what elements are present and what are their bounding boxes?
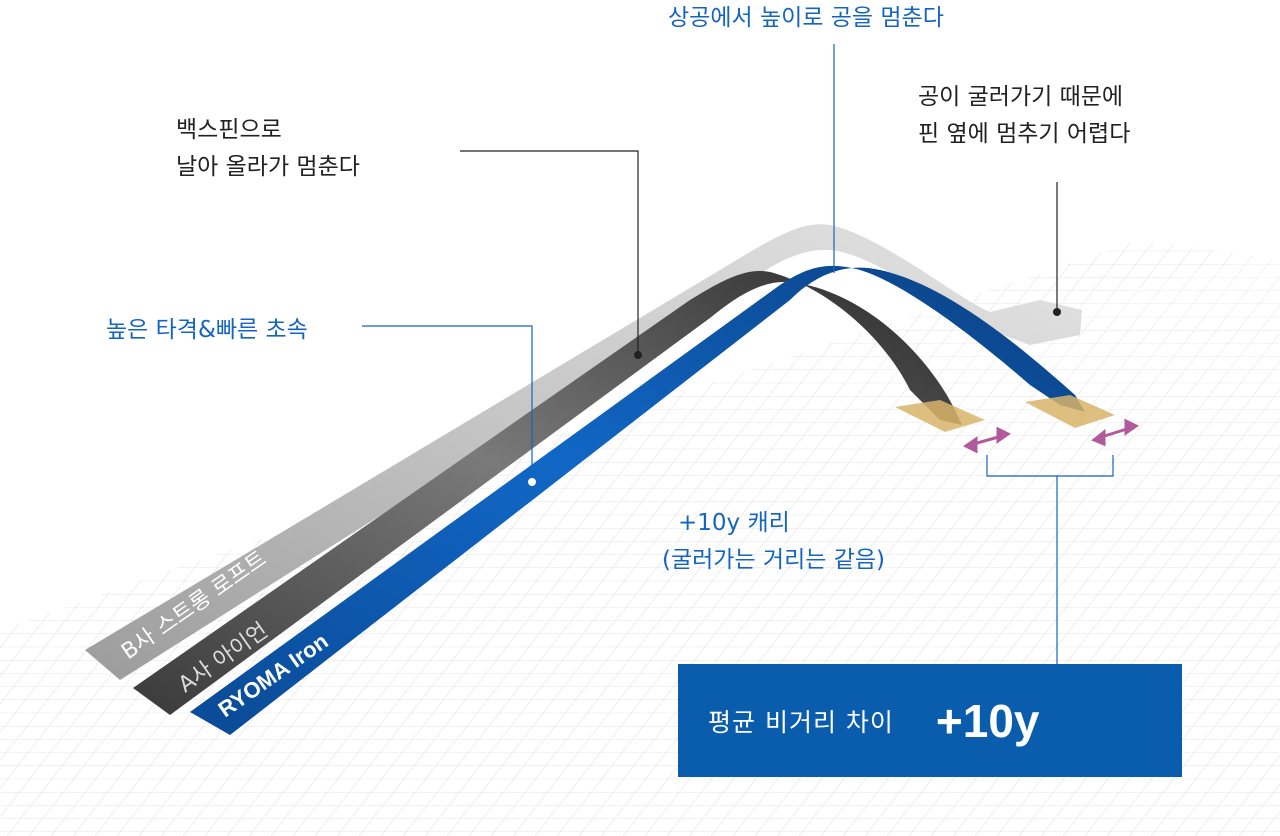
carry-line2: (굴러가는 거리는 같음) [662, 546, 886, 573]
result-value: +10y [935, 694, 1040, 747]
carry-line1: +10y 캐리 [678, 510, 790, 536]
ribbon-b-strong-loft [85, 224, 1082, 680]
carry-arrow-ryoma [1091, 418, 1139, 447]
result-box: 평균 비거리 차이 +10y [678, 664, 1182, 777]
callout-backspin-line2: 날아 올라가 멈춘다 [176, 153, 360, 180]
leader-lines [362, 44, 1114, 664]
callout-launch-text: 높은 타격&빠른 초속 [106, 317, 308, 343]
result-label: 평균 비거리 차이 [708, 707, 894, 737]
callout-backspin: 백스핀으로 날아 올라가 멈춘다 [176, 112, 360, 186]
callout-top-stop: 상공에서 높이로 공을 멈춘다 [668, 0, 944, 37]
callout-launch: 높은 타격&빠른 초속 [106, 312, 308, 349]
ribbon-ryoma-iron [190, 265, 1085, 735]
landing-zone-ryoma [1025, 395, 1115, 428]
callout-top-stop-text: 상공에서 높이로 공을 멈춘다 [668, 5, 944, 31]
callout-roll-line1: 공이 굴러가기 때문에 [918, 84, 1124, 110]
callout-roll: 공이 굴러가기 때문에 핀 옆에 멈추기 어렵다 [918, 79, 1130, 153]
landing-zone-a [895, 400, 985, 432]
callout-backspin-line1: 백스핀으로 [176, 117, 282, 143]
carry-arrow-a [963, 426, 1011, 454]
ribbon-a-iron [133, 270, 962, 715]
callout-roll-line2: 핀 옆에 멈추기 어렵다 [918, 120, 1131, 147]
carry-annotation: +10y 캐리 (굴러가는 거리는 같음) [662, 505, 885, 579]
